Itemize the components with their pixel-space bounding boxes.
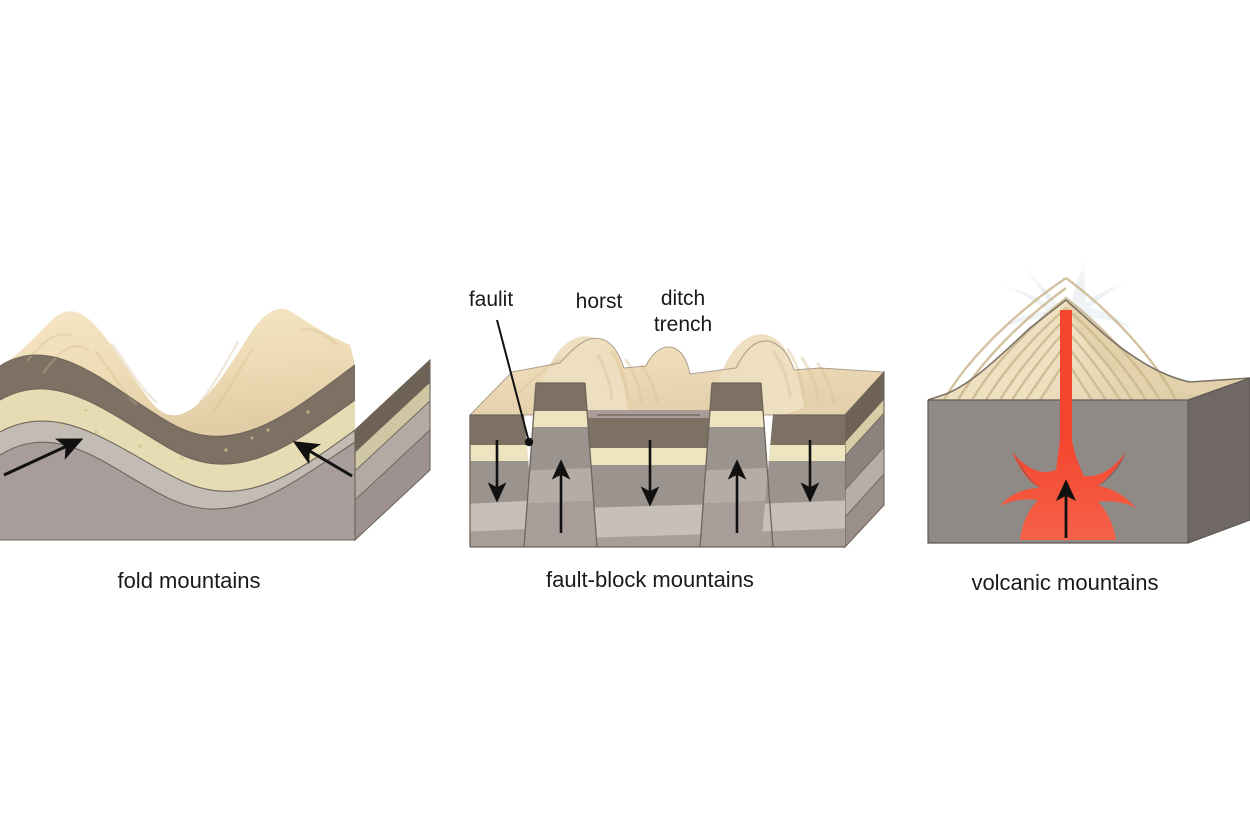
fault-line-4 xyxy=(760,382,774,548)
footwall-block-right xyxy=(761,415,845,547)
stratum-cream xyxy=(0,388,355,492)
compression-arrow-right xyxy=(292,441,353,478)
fold-block-side-face xyxy=(354,358,431,542)
fault-block-motion-arrows xyxy=(487,440,820,533)
fault-block-mountains-caption: fault-block mountains xyxy=(546,567,754,592)
fold-mountains-panel: fold mountains xyxy=(0,308,431,593)
surface-topsoil xyxy=(0,308,355,437)
magma-system xyxy=(1000,310,1136,540)
horst-label: horst xyxy=(576,290,623,313)
trench-label: trench xyxy=(654,313,712,336)
stratum-light-gray xyxy=(0,420,355,510)
fault-line-1 xyxy=(523,382,537,548)
footwall-block-left xyxy=(470,415,536,547)
volcanic-mountains-caption: volcanic mountains xyxy=(971,570,1158,595)
fold-mountains-caption: fold mountains xyxy=(117,568,260,593)
fault-line-2 xyxy=(584,382,598,548)
volcanic-mountains-panel: volcanic mountains xyxy=(927,258,1250,595)
bedrock-side-face xyxy=(1188,378,1250,543)
faulit-leader xyxy=(496,319,534,447)
compression-arrow-left xyxy=(3,438,84,477)
cream-layer-speckles xyxy=(60,408,310,460)
fault-block-front-face xyxy=(469,382,845,548)
faulit-leader-dot xyxy=(524,437,534,447)
ridge-terrace-lines xyxy=(518,348,836,406)
fold-compression-arrows xyxy=(3,438,353,478)
fault-planes xyxy=(469,382,845,548)
ditch-label: ditch xyxy=(661,287,705,310)
stratum-mauve-gray xyxy=(0,442,355,540)
fault-block-side-face xyxy=(844,370,885,549)
fault-block-mountains-panel: faulit horst ditch trench fault-block mo… xyxy=(468,287,886,592)
magma-conduit xyxy=(1060,310,1072,440)
faulit-label: faulit xyxy=(469,288,514,311)
fault-line-3 xyxy=(699,382,713,548)
stratum-dark-brown xyxy=(0,355,355,465)
fold-block-front-face xyxy=(0,308,356,541)
